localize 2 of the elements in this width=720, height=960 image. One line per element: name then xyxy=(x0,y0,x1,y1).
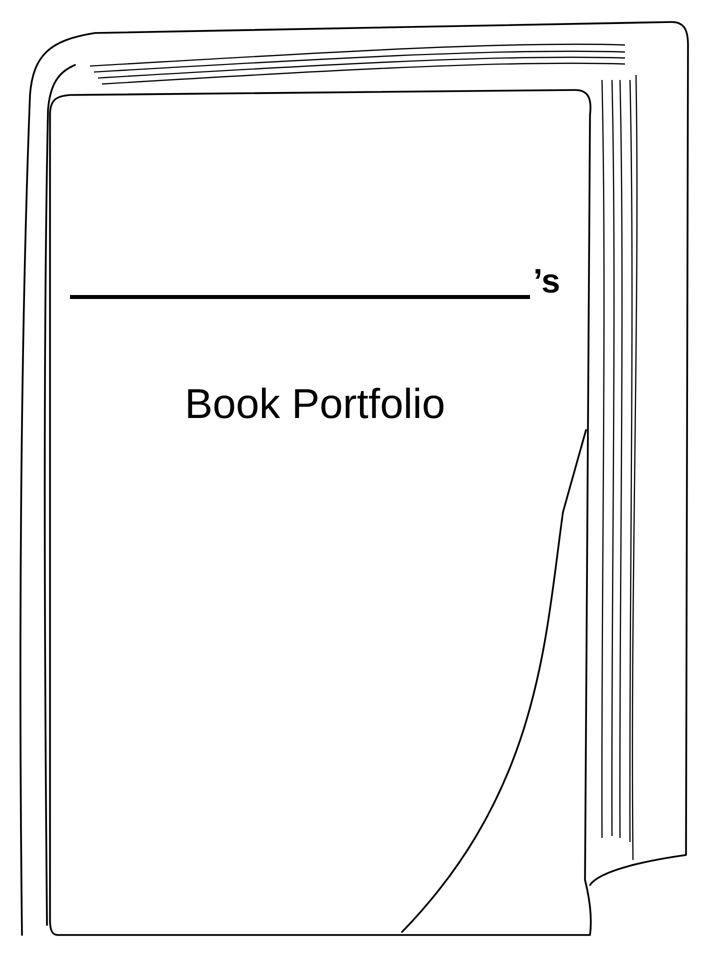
possessive-suffix: ’s xyxy=(536,269,559,293)
title: Book Portfolio xyxy=(188,388,444,418)
